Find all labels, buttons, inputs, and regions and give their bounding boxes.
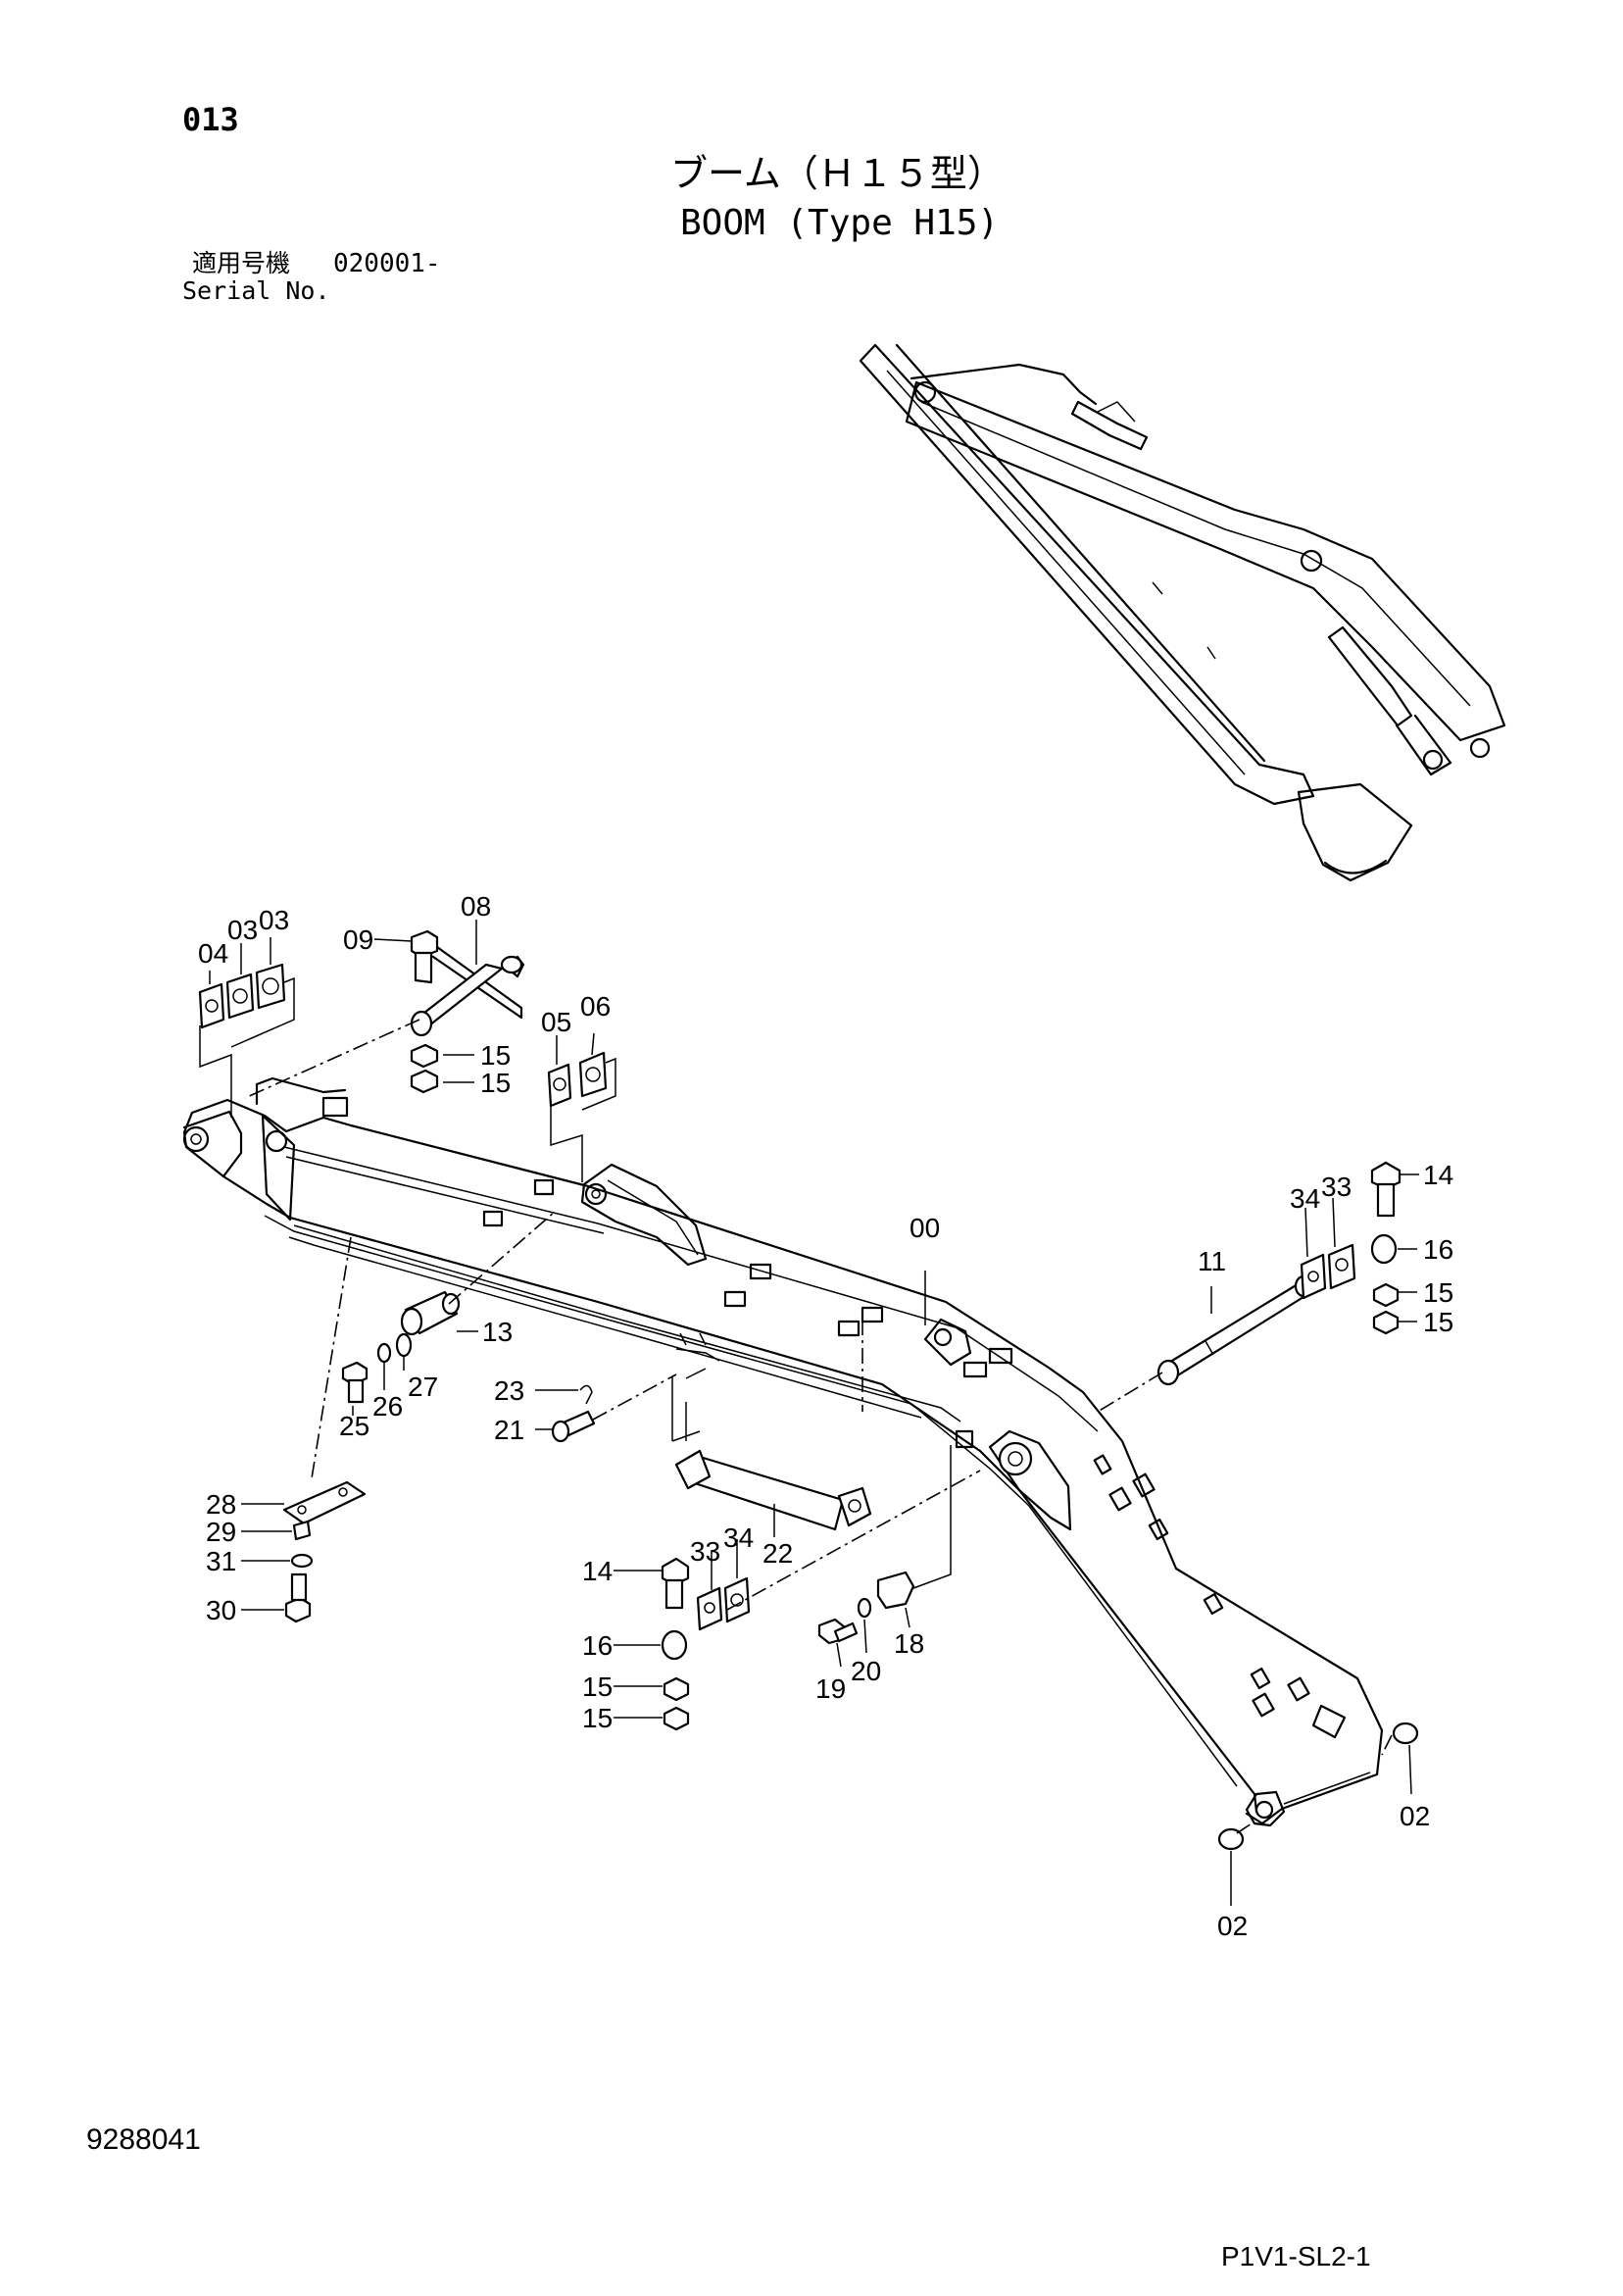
page-number: 013 — [182, 101, 239, 138]
page-code: P1V1-SL2-1 — [1221, 2241, 1371, 2271]
callout-29: 29 — [206, 1517, 236, 1547]
callout-19: 19 — [815, 1673, 846, 1704]
callout-11: 11 — [1198, 1246, 1226, 1276]
callout-15: 15 — [1423, 1307, 1453, 1337]
callout-22: 22 — [762, 1538, 793, 1569]
callout-18: 18 — [894, 1628, 924, 1659]
callout-34: 34 — [1290, 1183, 1320, 1214]
callout-15: 15 — [480, 1068, 511, 1098]
callout-31: 31 — [206, 1546, 236, 1576]
callout-03: 03 — [259, 905, 289, 935]
title-japanese: ブーム（Ｈ１５型） — [670, 152, 1005, 195]
callout-15: 15 — [1423, 1277, 1453, 1308]
loose-parts — [198, 929, 1419, 1851]
callout-02: 02 — [1400, 1801, 1430, 1831]
callout-05: 05 — [541, 1007, 571, 1037]
callout-20: 20 — [851, 1656, 881, 1686]
callout-16: 16 — [1423, 1234, 1453, 1265]
callout-25: 25 — [339, 1411, 369, 1441]
serial-label-japanese: 適用号機 — [192, 249, 291, 277]
callout-14: 14 — [582, 1556, 613, 1586]
callout-00: 00 — [910, 1213, 940, 1243]
callout-15: 15 — [582, 1703, 613, 1733]
callout-16: 16 — [582, 1630, 613, 1661]
callout-26: 26 — [372, 1391, 403, 1422]
callout-14: 14 — [1423, 1160, 1453, 1190]
callout-34: 34 — [723, 1522, 754, 1553]
callout-27: 27 — [408, 1372, 438, 1402]
callout-labels: 04 03 03 09 08 15 15 05 06 13 25 26 27 2… — [198, 891, 1453, 1941]
title-english: BOOM (Type H15) — [680, 203, 1000, 243]
callout-21: 21 — [494, 1415, 524, 1445]
callout-28: 28 — [206, 1489, 236, 1520]
boom-assembly-drawing — [182, 1076, 1384, 1827]
document-number: 9288041 — [86, 2123, 201, 2156]
callout-30: 30 — [206, 1595, 236, 1625]
centerlines — [244, 1019, 1393, 1834]
callout-33: 33 — [1321, 1172, 1352, 1202]
callout-15: 15 — [480, 1040, 511, 1071]
serial-label-english: Serial No. — [182, 276, 330, 305]
callout-02: 02 — [1217, 1911, 1248, 1941]
callout-03: 03 — [227, 915, 258, 945]
callout-08: 08 — [461, 891, 491, 922]
excavator-overview-illustration — [859, 343, 1506, 882]
leader-lines — [209, 920, 1419, 1906]
callout-15: 15 — [582, 1672, 613, 1702]
callout-13: 13 — [482, 1317, 513, 1347]
callout-09: 09 — [343, 924, 373, 955]
serial-number-value: 020001- — [333, 249, 441, 278]
callout-23: 23 — [494, 1375, 524, 1406]
callout-33: 33 — [690, 1536, 720, 1567]
callout-04: 04 — [198, 938, 228, 969]
callout-06: 06 — [580, 991, 611, 1022]
